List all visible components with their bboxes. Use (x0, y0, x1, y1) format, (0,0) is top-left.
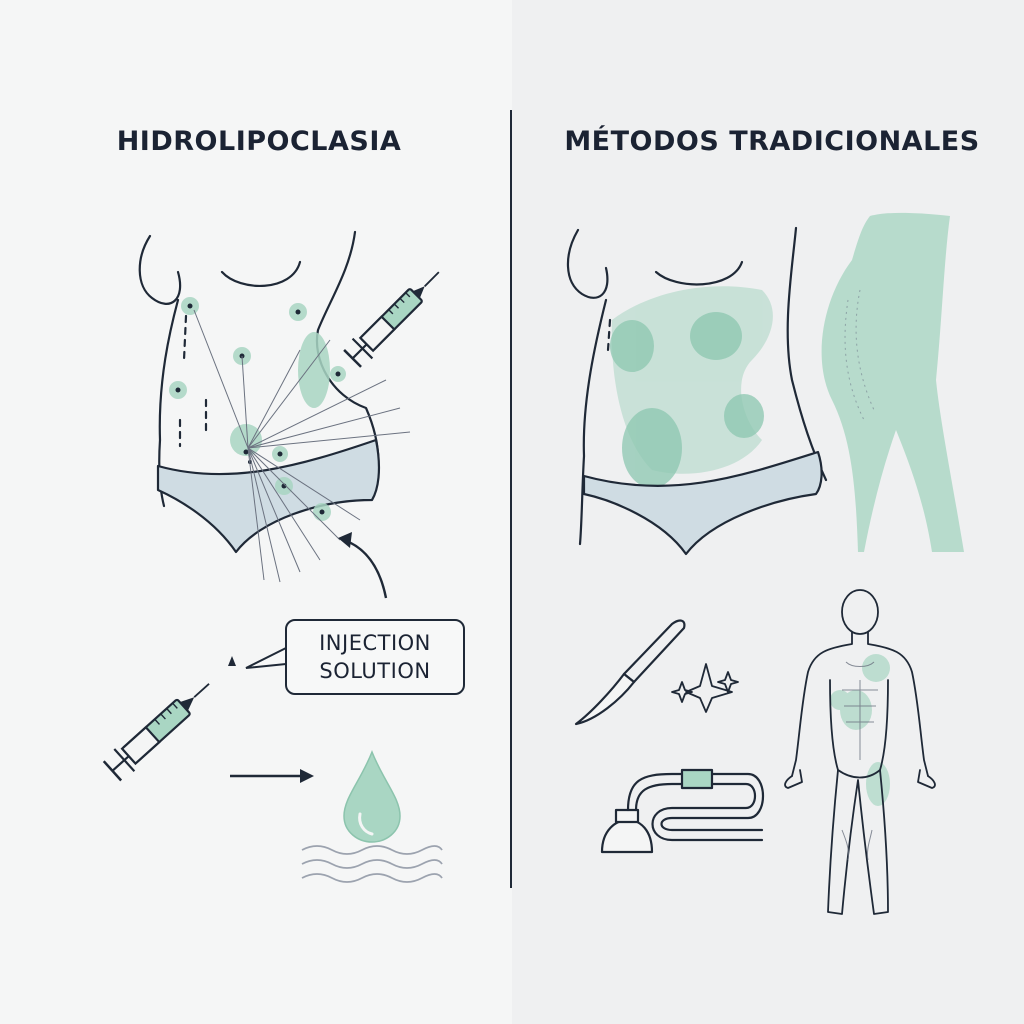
scalpel-icon (574, 619, 686, 726)
sparkle-icon (671, 663, 739, 713)
torso-chest-line (220, 260, 302, 288)
callout-line-2: SOLUTION (319, 659, 431, 683)
metodos-tradicionales-illustration (566, 212, 964, 915)
thigh-silhouette (821, 212, 964, 552)
underwear-right (582, 450, 823, 556)
human-figure-icon (784, 589, 936, 915)
panel-title-metodos-tradicionales: MÉTODOS TRADICIONALES (564, 126, 980, 157)
suction-cannula-icon (600, 768, 765, 854)
arrow-icon (343, 538, 388, 599)
hidrolipoclasia-illustration (102, 230, 443, 883)
injection-solution-callout: INJECTION SOLUTION (285, 619, 465, 695)
droplet-icon (343, 749, 401, 843)
torso-breast-left (138, 234, 182, 305)
panel-title-hidrolipoclasia: HIDROLIPOCLASIA (116, 126, 402, 157)
panel-hidrolipoclasia: HIDROLIPOCLASIA (102, 126, 465, 883)
syringe-icon (343, 271, 440, 368)
syringe-icon (102, 683, 210, 782)
injection-rays (193, 309, 411, 583)
panel-divider (510, 110, 512, 888)
panel-metodos-tradicionales: MÉTODOS TRADICIONALES (512, 0, 1024, 1024)
callout-line-1: INJECTION (319, 631, 431, 655)
torso-right (566, 226, 828, 546)
wave-lines (301, 845, 443, 883)
